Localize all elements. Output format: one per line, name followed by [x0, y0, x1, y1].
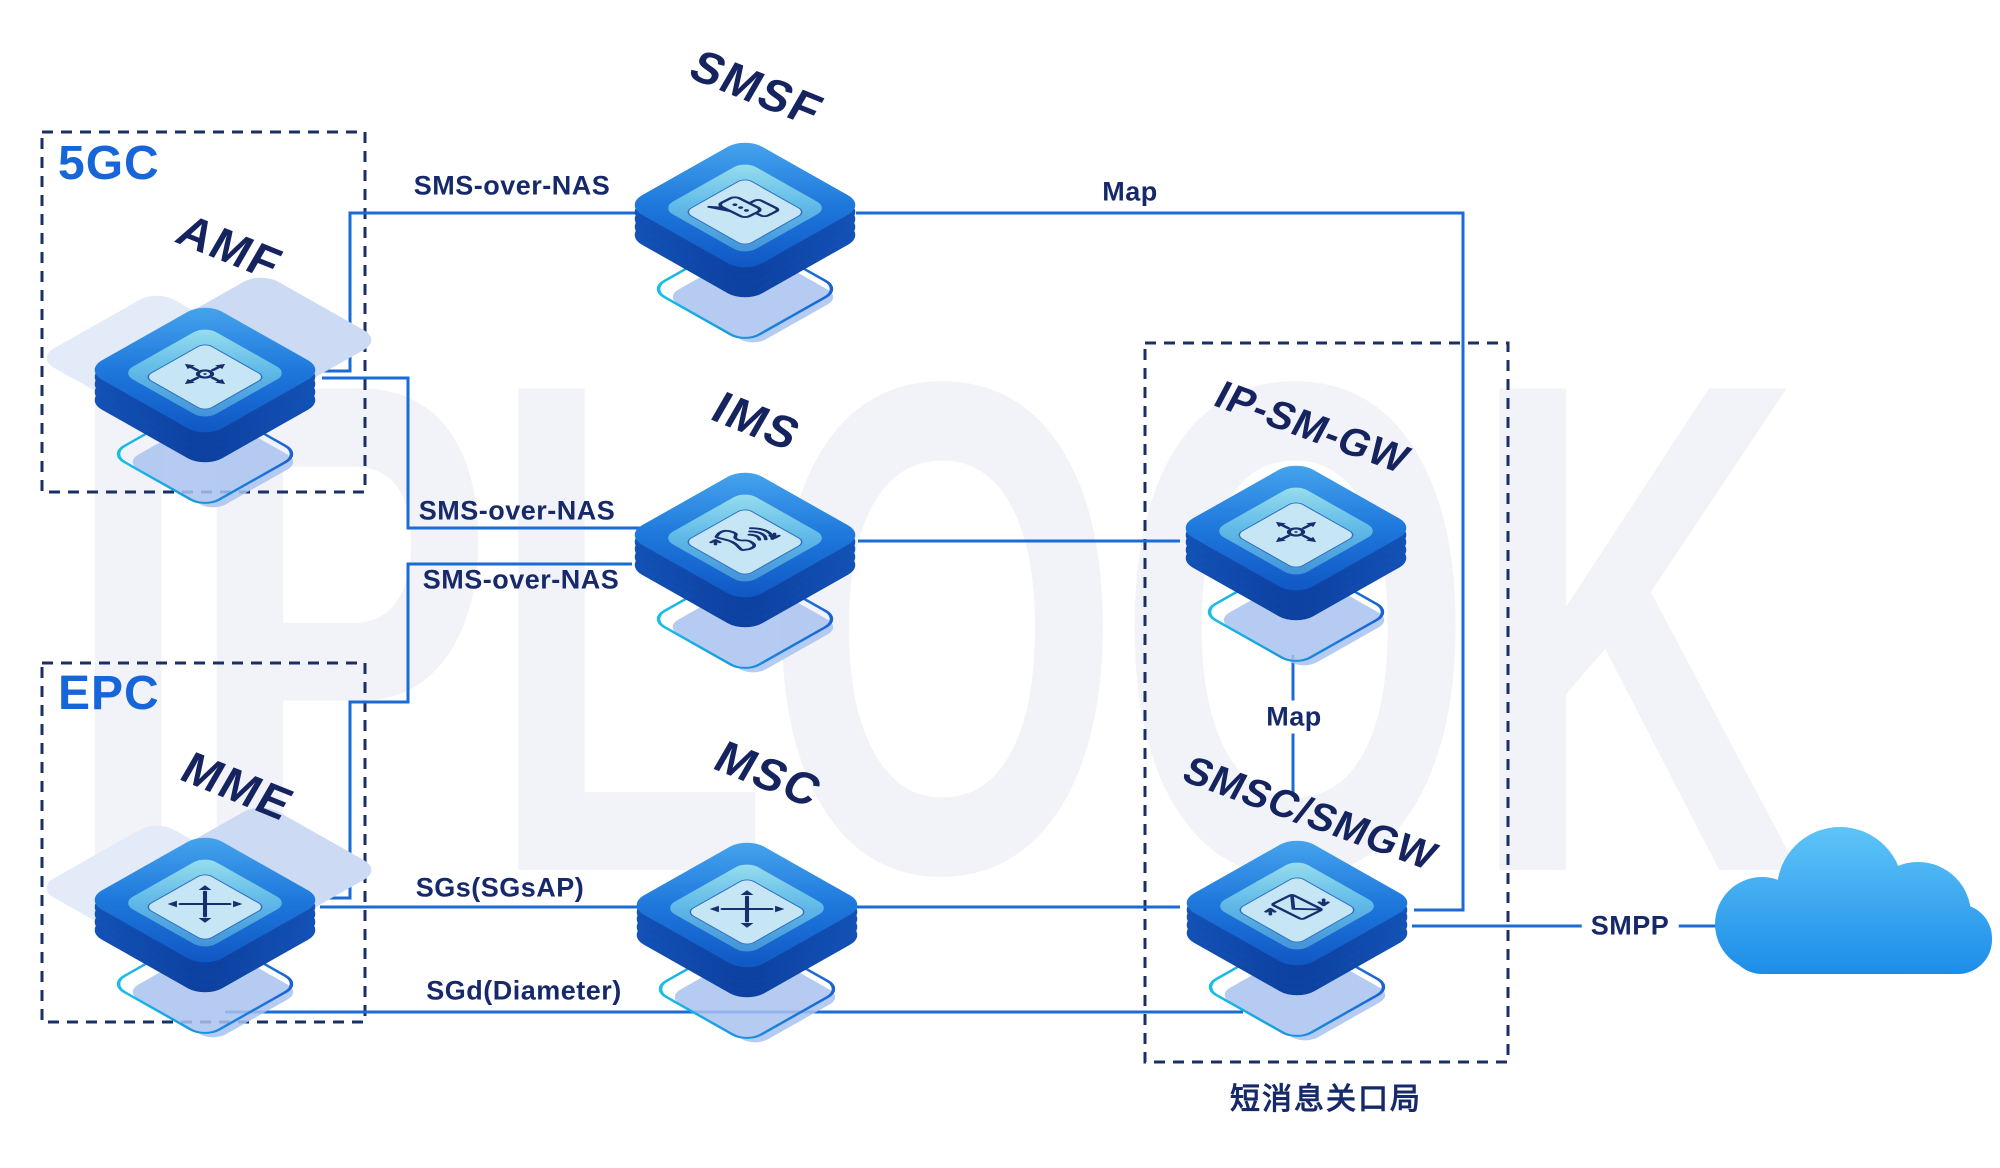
link-mme-ims-line [322, 562, 632, 900]
gateway-caption: 短消息关口局 [1230, 1083, 1422, 1116]
node-mme [36, 802, 382, 1044]
node-amf [36, 272, 382, 514]
node-ims [623, 465, 867, 679]
link-label-smpp: SMPP [1581, 909, 1679, 943]
link-label-sms-over-nas-2: SMS-over-NAS [418, 495, 616, 526]
link-label-sgd: SGd(Diameter) [426, 975, 622, 1006]
link-label-map-top: Map [1102, 176, 1158, 207]
node-msc [625, 835, 869, 1049]
link-smsf-smsc-line [856, 211, 1465, 912]
link-label-sgs: SGs(SGsAP) [415, 872, 585, 903]
link-amf-ims-line [322, 376, 640, 530]
group-label-5gc: 5GC [58, 137, 160, 190]
link-label-sms-over-nas-1: SMS-over-NAS [413, 170, 611, 201]
node-ipsmgw [1174, 458, 1418, 672]
node-smsf [623, 135, 867, 349]
group-box-gateway [1143, 341, 1510, 1064]
group-label-epc: EPC [58, 667, 160, 720]
cloud-icon [1715, 827, 1992, 974]
link-label-sms-over-nas-3: SMS-over-NAS [422, 564, 620, 595]
link-amf-smsf-line [322, 211, 640, 373]
link-label-map-mid: Map [1257, 700, 1331, 734]
